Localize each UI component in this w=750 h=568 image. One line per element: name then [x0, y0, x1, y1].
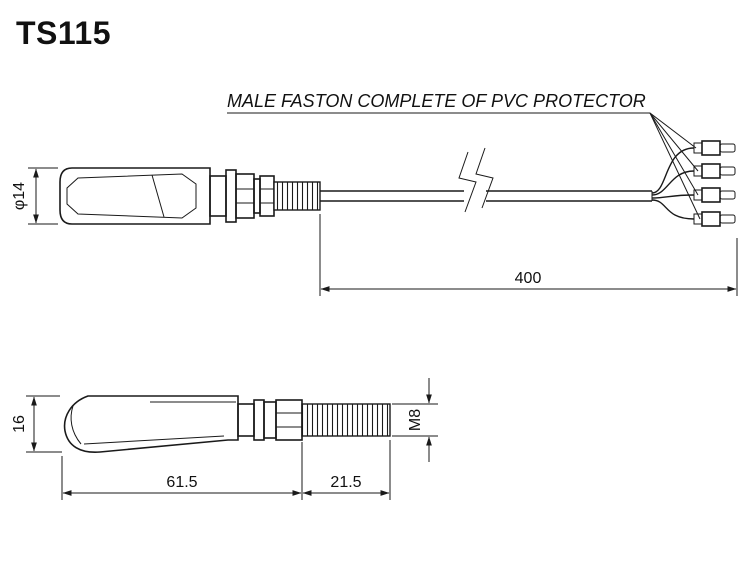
page-title: TS115	[16, 15, 111, 51]
dim-height-text: 16	[11, 415, 28, 433]
dim-body-length-61-5: 61.5	[61, 442, 303, 500]
cable	[320, 190, 653, 202]
dim-diameter-14: φ14	[11, 167, 58, 225]
cable-break-symbol	[458, 147, 494, 213]
dim-thread-length-21-5: 21.5	[302, 440, 391, 500]
faston-connector-2	[693, 163, 736, 179]
dim-body-length-text: 61.5	[166, 474, 197, 491]
bottom-view	[63, 395, 391, 453]
dim-thread-m8: M8	[392, 378, 438, 462]
mounting-hardware-side	[209, 169, 321, 223]
top-view	[59, 140, 736, 227]
dim-thread-length-text: 21.5	[330, 474, 361, 491]
threaded-stud-top	[301, 403, 391, 437]
threaded-stud-side	[273, 181, 321, 211]
annotation: MALE FASTON COMPLETE OF PVC PROTECTOR	[227, 91, 701, 220]
indicator-body-top	[63, 395, 239, 453]
indicator-body-side	[59, 167, 211, 225]
faston-connector-4	[693, 211, 736, 227]
connector-wires	[651, 147, 695, 220]
annotation-label: MALE FASTON COMPLETE OF PVC PROTECTOR	[227, 91, 646, 111]
mounting-hardware-top	[237, 399, 391, 441]
faston-connector-1	[693, 140, 736, 156]
dim-thread-text: M8	[407, 409, 424, 431]
dim-cable-length-text: 400	[515, 270, 542, 287]
annotation-leader-lines	[649, 112, 701, 220]
faston-connector-3	[693, 187, 736, 203]
dim-diameter-text: φ14	[11, 182, 28, 210]
dim-cable-length-400: 400	[319, 214, 738, 296]
dim-height-16: 16	[11, 395, 62, 453]
